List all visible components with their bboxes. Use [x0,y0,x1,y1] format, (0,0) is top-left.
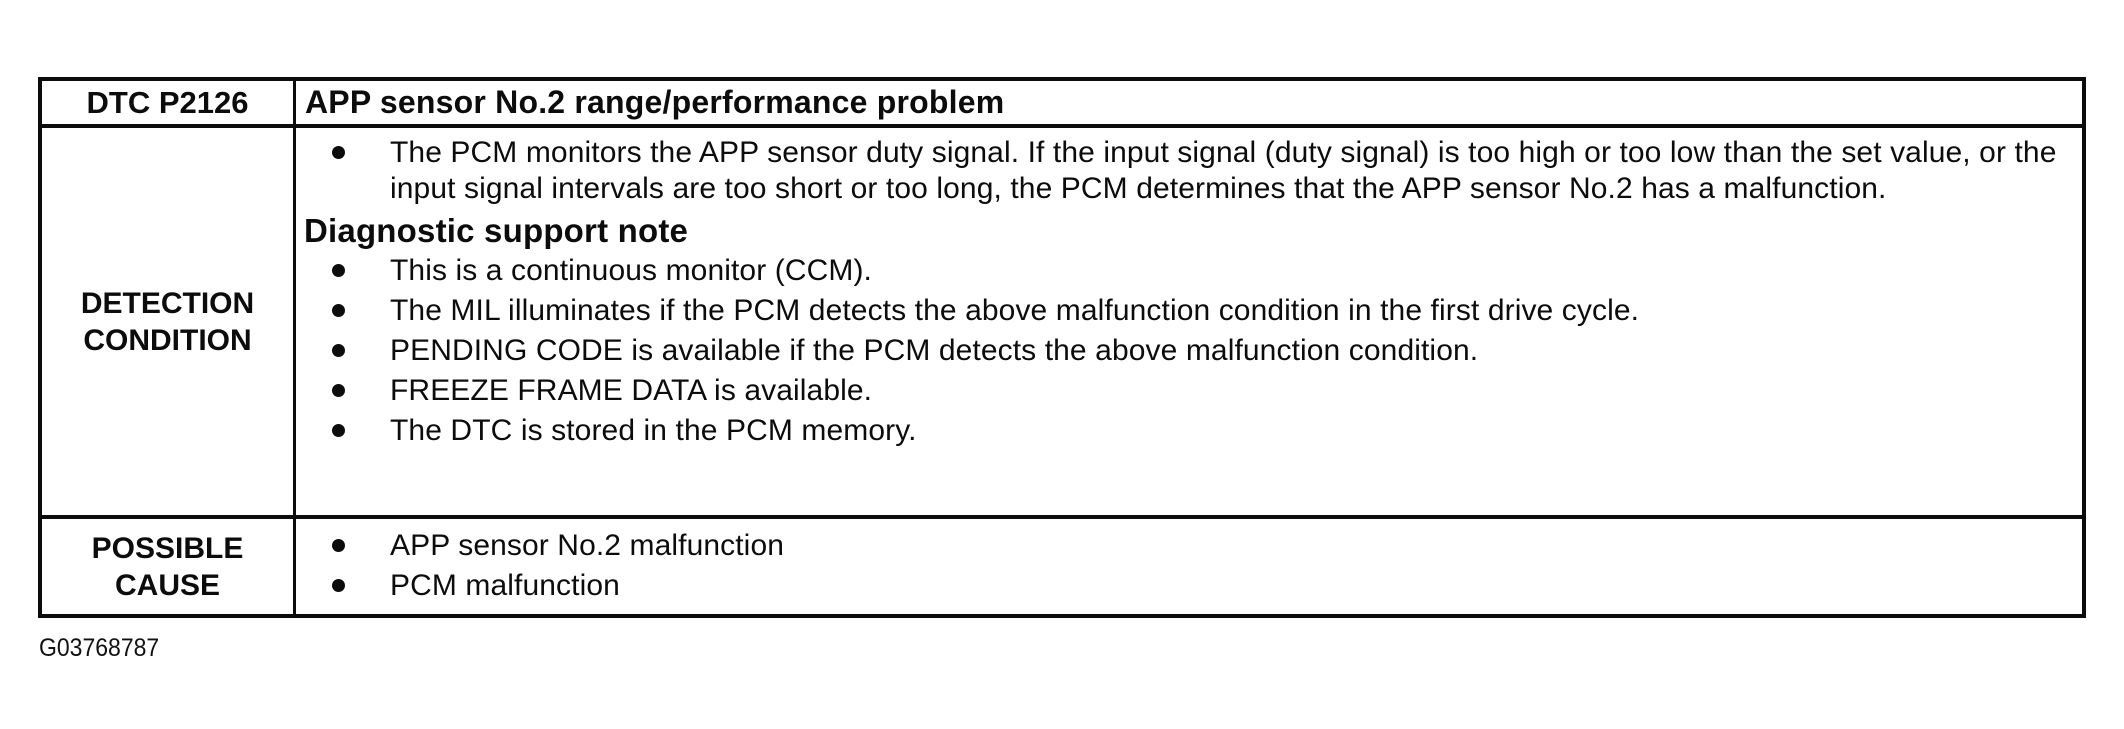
note-bullet-dtc-stored: The DTC is stored in the PCM memory. [304,413,2058,449]
cause-bullet-pcm: PCM malfunction [304,568,2058,604]
dtc-title-cell: APP sensor No.2 range/performance proble… [296,81,2082,128]
diagnostic-support-note-heading: Diagnostic support note [304,212,689,249]
note-bullet-pending-code: PENDING CODE is available if the PCM det… [304,333,2058,369]
detection-condition-label: DETECTION CONDITION [42,128,296,519]
dtc-table: DTC P2126 APP sensor No.2 range/performa… [38,77,2086,618]
note-bullet-freeze-frame: FREEZE FRAME DATA is available. [304,373,2058,409]
possible-cause-label: POSSIBLE CAUSE [42,519,296,614]
note-bullet-mil: The MIL illuminates if the PCM detects t… [304,293,2058,329]
note-bullet-ccm: This is a continuous monitor (CCM). [304,253,2058,289]
dtc-code-cell: DTC P2126 [42,81,296,128]
detection-condition-content: The PCM monitors the APP sensor duty sig… [296,128,2082,519]
detection-bullet-list: The PCM monitors the APP sensor duty sig… [304,135,2058,207]
figure-id-label: G03768787 [39,634,160,662]
possible-cause-content: APP sensor No.2 malfunction PCM malfunct… [296,519,2082,614]
cause-bullet-app-sensor: APP sensor No.2 malfunction [304,528,2058,564]
diagnostic-note-bullet-list: This is a continuous monitor (CCM). The … [304,253,2058,449]
detection-bullet-main: The PCM monitors the APP sensor duty sig… [304,135,2058,207]
possible-cause-bullet-list: APP sensor No.2 malfunction PCM malfunct… [304,528,2058,604]
